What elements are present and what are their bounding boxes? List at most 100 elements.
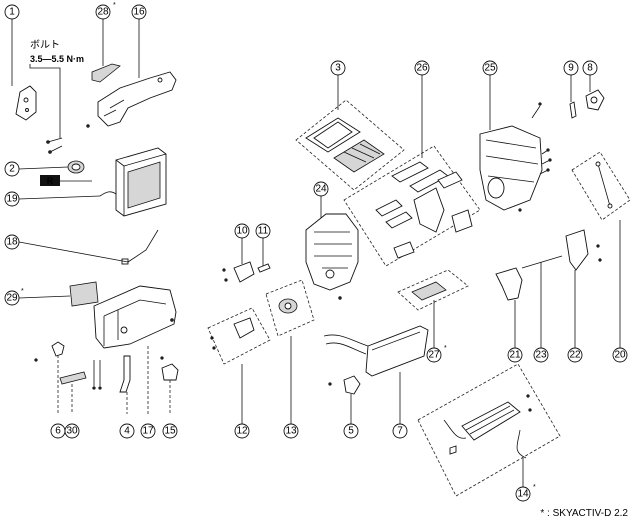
svg-text:19: 19: [6, 194, 18, 205]
part-26-doors: [343, 145, 481, 267]
part-5-valve: [328, 375, 361, 395]
part-8-motor: [585, 89, 605, 111]
svg-text:3: 3: [335, 63, 341, 74]
callout-c10: 10: [234, 223, 250, 239]
part-14-heater: [417, 363, 561, 497]
svg-text:9: 9: [568, 63, 574, 74]
part-6-actuator: [51, 341, 65, 357]
svg-text:10: 10: [236, 226, 248, 237]
svg-text:15: 15: [164, 426, 176, 437]
callout-c22: 22: [567, 347, 583, 363]
torque-spec: 3.5—5.5 N·m: [30, 54, 84, 64]
svg-text:26: 26: [416, 63, 428, 74]
svg-text:8: 8: [587, 63, 593, 74]
part-28-pad: [91, 63, 121, 83]
part-1-bracket: [15, 85, 37, 121]
svg-text:1: 1: [9, 7, 15, 18]
svg-text:7: 7: [397, 426, 403, 437]
part-3-filter: [295, 99, 405, 191]
part-27-pads: [397, 269, 469, 311]
svg-text:*: *: [444, 345, 447, 352]
r-badge-box: [40, 175, 60, 186]
left-leaders: [34, 346, 171, 414]
callout-c2: 2: [4, 161, 20, 177]
svg-text:23: 23: [535, 350, 547, 361]
part-16-duct: [86, 71, 177, 128]
part-10-actuator: [222, 261, 255, 283]
svg-text:25: 25: [484, 63, 496, 74]
callout-c3: 3: [330, 60, 346, 76]
part-30-foam: [59, 371, 87, 385]
part-18-harness: [127, 229, 159, 263]
part-11-pin: [257, 263, 271, 273]
part-4-hose: [119, 355, 131, 393]
callout-c15: 15: [162, 423, 178, 439]
part-7-heater-core: [323, 325, 429, 377]
callout-c28: 28 *: [95, 2, 116, 20]
part-12-actuator: [207, 307, 271, 365]
svg-text:24: 24: [315, 184, 327, 195]
svg-text:*: *: [533, 484, 536, 491]
svg-text:2: 2: [9, 164, 15, 175]
callout-c21: 21: [507, 347, 523, 363]
svg-text:*: *: [21, 288, 24, 295]
callout-c30: 30: [64, 423, 80, 439]
svg-text:*: *: [113, 2, 116, 9]
callout-c16: 16: [131, 4, 147, 20]
callout-c25: 25: [482, 60, 498, 76]
part-22-duct: [565, 229, 602, 271]
part-2-sensor: [67, 160, 85, 174]
part-19-evaporator: [99, 147, 167, 217]
torque-bolts: [29, 64, 63, 154]
part-21-duct: [495, 267, 523, 301]
callout-c13: 13: [283, 423, 299, 439]
callout-c8: 8: [582, 60, 598, 76]
callout-c1: 1: [4, 4, 20, 20]
svg-text:20: 20: [614, 350, 626, 361]
svg-text:16: 16: [133, 7, 145, 18]
callout-c20: 20: [612, 347, 628, 363]
svg-text:12: 12: [236, 426, 248, 437]
svg-text:13: 13: [285, 426, 297, 437]
part-25-unit: [479, 102, 552, 212]
callout-c7: 7: [392, 423, 408, 439]
svg-text:11: 11: [258, 226, 269, 237]
bolt-label: ボルト: [30, 39, 60, 51]
part-20-rod: [571, 151, 631, 221]
svg-text:17: 17: [142, 426, 154, 437]
callout-c18: 18: [4, 234, 20, 250]
r-badge: R: [47, 176, 54, 186]
part-9-pin: [569, 101, 577, 119]
svg-text:28: 28: [97, 7, 109, 18]
callout-c17: 17: [140, 423, 156, 439]
svg-text:14: 14: [517, 489, 529, 500]
callout-c4: 4: [119, 423, 135, 439]
callout-c27: 27 *: [426, 345, 447, 363]
svg-text:5: 5: [348, 426, 354, 437]
callout-c29: 29*: [4, 288, 24, 306]
footnote: * : SKYACTIV-D 2.2: [540, 508, 628, 519]
callout-c11: 11: [255, 223, 271, 239]
part-24-unit: [305, 213, 359, 300]
svg-text:27: 27: [428, 350, 440, 361]
part-17-case: [93, 285, 177, 349]
callout-c14: 14 *: [515, 484, 536, 502]
part-13-actuator: [265, 279, 315, 337]
callout-c26: 26: [414, 60, 430, 76]
svg-text:29: 29: [6, 293, 18, 304]
callout-c19: 19: [4, 191, 20, 207]
callout-leaders: [11, 18, 621, 487]
svg-text:30: 30: [66, 426, 78, 437]
svg-text:18: 18: [6, 237, 18, 248]
callout-c24: 24: [313, 181, 329, 197]
svg-text:6: 6: [55, 426, 61, 437]
svg-text:22: 22: [569, 350, 581, 361]
callout-c12: 12: [234, 423, 250, 439]
callout-c23: 23: [533, 347, 549, 363]
callout-c6: 6: [50, 423, 66, 439]
callout-c9: 9: [563, 60, 579, 76]
part-15-clip: [161, 363, 179, 381]
part-29-sheet: [69, 281, 99, 307]
callout-c5: 5: [343, 423, 359, 439]
